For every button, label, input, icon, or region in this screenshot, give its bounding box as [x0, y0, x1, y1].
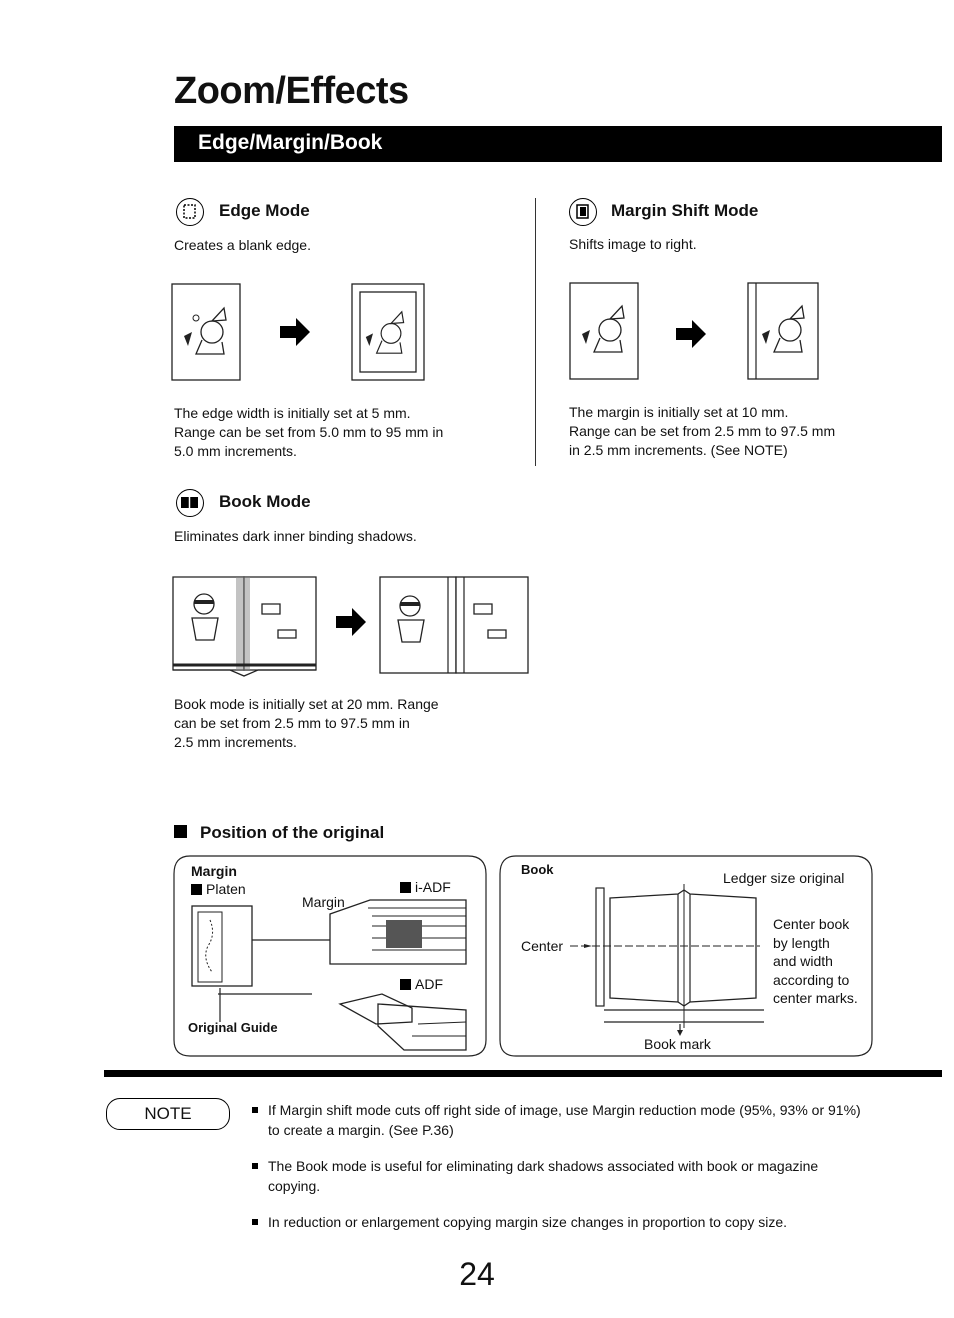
book-panel-frame — [499, 855, 873, 1057]
section-banner: Edge/Margin/Book — [174, 126, 942, 162]
book-mode-line-2: can be set from 2.5 mm to 97.5 mm in — [174, 715, 410, 731]
adf-text: ADF — [415, 976, 443, 992]
iadf-label: i-ADF — [400, 879, 451, 895]
margin-callout: Margin — [302, 894, 345, 910]
note-rule — [104, 1070, 942, 1077]
margin-panel-frame — [173, 855, 487, 1057]
center-book-line-4: according to — [773, 971, 850, 988]
note-badge: NOTE — [106, 1098, 230, 1130]
iadf-text: i-ADF — [415, 879, 451, 895]
book-mode-title: Book Mode — [219, 492, 311, 511]
section-title: Edge/Margin/Book — [198, 131, 383, 154]
margin-panel-heading: Margin — [191, 863, 237, 879]
platen-bullet — [191, 884, 202, 895]
column-divider — [535, 198, 536, 466]
center-book-line-1: Center book — [773, 916, 850, 932]
edge-mode-line-3: 5.0 mm increments. — [174, 443, 297, 459]
margin-shift-title: Margin Shift Mode — [611, 201, 759, 220]
center-book-line-3: and width — [773, 953, 833, 969]
note-item: If Margin shift mode cuts off right side… — [250, 1100, 870, 1140]
edge-mode-line-1: The edge width is initially set at 5 mm. — [174, 405, 411, 421]
page-title: Zoom/Effects — [174, 70, 409, 112]
original-guide-label: Original Guide — [188, 1020, 278, 1035]
margin-shift-line-2: Range can be set from 2.5 mm to 97.5 mm — [569, 423, 836, 439]
edge-mode-desc: Creates a blank edge. — [174, 237, 311, 253]
page-number: 24 — [459, 1256, 495, 1292]
margin-shift-illustration — [569, 282, 819, 380]
position-title: Position of the original — [200, 823, 385, 842]
book-mode-line-1: Book mode is initially set at 20 mm. Ran… — [174, 696, 439, 712]
adf-bullet — [400, 979, 411, 990]
note-item: In reduction or enlargement copying marg… — [250, 1212, 870, 1232]
iadf-bullet — [400, 882, 411, 893]
rabbit-figure — [184, 306, 227, 355]
book-mode-illustration — [172, 576, 529, 677]
position-bullet — [174, 825, 187, 838]
center-label: Center — [521, 938, 564, 954]
book-mode-icon — [176, 489, 204, 517]
platen-text: Platen — [206, 881, 246, 897]
book-mode-body: Book mode is initially set at 20 mm. Ran… — [174, 695, 439, 752]
center-book-line-5: center marks. — [773, 990, 858, 1006]
margin-shift-line-1: The margin is initially set at 10 mm. — [569, 404, 789, 420]
margin-shift-desc: Shifts image to right. — [569, 236, 697, 252]
book-mode-desc: Eliminates dark inner binding shadows. — [174, 528, 417, 544]
edge-mode-title: Edge Mode — [219, 201, 310, 220]
book-mark-label: Book mark — [644, 1036, 711, 1052]
margin-shift-line-3: in 2.5 mm increments. (See NOTE) — [569, 442, 788, 458]
book-panel-heading: Book — [521, 862, 554, 877]
edge-mode-illustration — [171, 283, 425, 381]
platen-label: Platen — [191, 881, 246, 897]
center-book-line-2: by length — [773, 934, 830, 951]
edge-mode-icon — [176, 198, 204, 226]
edge-mode-line-2: Range can be set from 5.0 mm to 95 mm in — [174, 424, 444, 440]
note-list: If Margin shift mode cuts off right side… — [250, 1100, 870, 1248]
edge-mode-body: The edge width is initially set at 5 mm.… — [174, 404, 443, 461]
center-book-note: Center book by length and width accordin… — [773, 915, 858, 1008]
margin-shift-icon — [569, 198, 597, 226]
adf-label: ADF — [400, 976, 443, 992]
ledger-label: Ledger size original — [723, 870, 845, 886]
note-item: The Book mode is useful for eliminating … — [250, 1156, 870, 1196]
book-mode-line-3: 2.5 mm increments. — [174, 734, 297, 750]
margin-shift-body: The margin is initially set at 10 mm. Ra… — [569, 403, 835, 460]
